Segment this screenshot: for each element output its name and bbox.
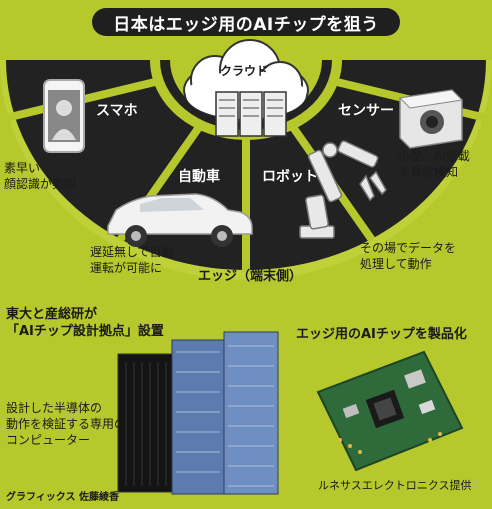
bottom-left-heading: 東大と産総研が 「AIチップ設計拠点」設置 [6,307,164,339]
robot-caption: その場でデータを 処理して動作 [360,241,457,271]
cloud-server-icon [215,91,287,137]
sensor-caption: 小型。AI搭載 で異常検知 [398,149,470,179]
ai-chip-board-image [316,350,464,472]
robot-arm-icon [299,140,387,239]
bottom-right-heading: エッジ用のAIチップを製品化 [296,327,467,342]
page-title: 日本はエッジ用のAIチップを狙う [92,8,400,36]
car-label: 自動車 [178,169,220,185]
robot-label: ロボット [262,169,318,185]
smartphone-label: スマホ [96,103,138,119]
cloud-label: クラウド [220,64,269,78]
graphics-credit: グラフィックス 佐藤綾香 [6,492,119,503]
bottom-right-credit: ルネサスエレクトロニクス提供 [318,479,472,492]
car-caption: 遅延無しで自動 運転が可能に [90,245,174,275]
smartphone-icon [43,79,85,153]
sensor-icon [398,89,464,149]
supercomputer-racks-image [117,331,279,495]
sensor-label: センサー [338,103,394,119]
car-icon [107,193,253,247]
smartphone-caption: 素早い 顔認識が実現 [4,161,77,191]
bottom-left-caption: 設計した半導体の 動作を検証する専用の コンピューター [6,401,127,447]
edge-label: エッジ（端末側） [198,269,303,284]
